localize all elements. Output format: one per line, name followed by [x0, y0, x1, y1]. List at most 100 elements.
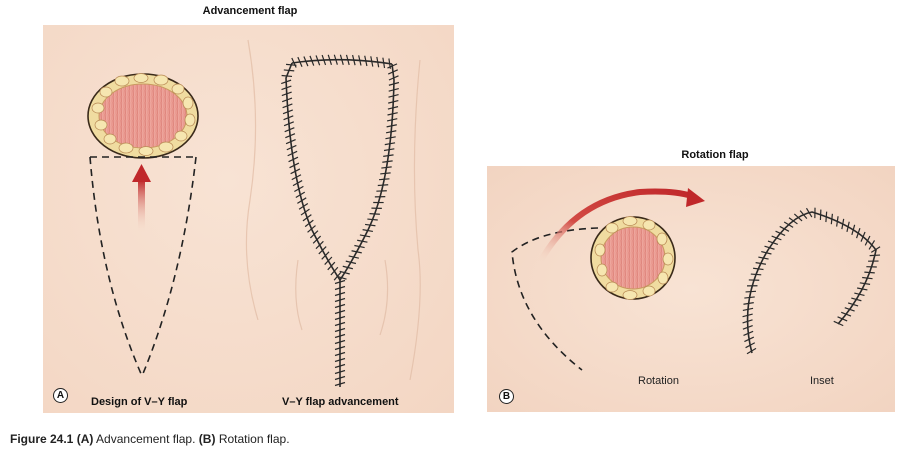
suture-stitch	[359, 234, 371, 238]
suture-stitch	[799, 210, 808, 220]
suture-stitch	[334, 297, 346, 303]
suture-stitch	[745, 290, 757, 293]
caption-figure-number: Figure 24.1	[10, 432, 74, 446]
suture-stitch	[334, 279, 346, 285]
suture-stitch	[369, 213, 380, 215]
suture-stitch	[377, 184, 389, 187]
panel-a-label-advancement: V–Y flap advancement	[282, 396, 399, 408]
suture-stitch	[351, 250, 362, 254]
suture-stitch	[382, 57, 386, 69]
suture-stitch	[753, 267, 764, 271]
suture-stitch	[330, 266, 339, 276]
suture-stitch	[342, 265, 354, 270]
suture-stitch	[388, 100, 399, 104]
suture-stitch	[750, 273, 762, 276]
suture-stitch	[334, 381, 346, 387]
suture-stitch	[380, 172, 391, 175]
suture-stitch	[745, 342, 756, 349]
suture-stitch	[758, 256, 769, 260]
suture-stitch	[294, 185, 304, 193]
skin-creases	[245, 39, 421, 381]
suture-stitch	[364, 55, 368, 67]
suture-stitch	[755, 262, 767, 265]
suture-stitch	[357, 239, 368, 243]
suture-stitch	[742, 319, 753, 324]
suture-stitch	[851, 297, 862, 302]
suture-stitch	[348, 255, 360, 259]
suture-stitch	[851, 224, 856, 236]
suture-stitch	[837, 316, 848, 322]
suture-stitch	[304, 219, 314, 228]
suture-stitch	[847, 302, 859, 307]
suture-stitch	[387, 106, 399, 110]
inset-closure-outline	[746, 211, 877, 354]
suture-stitch	[370, 56, 374, 67]
suture-stitch	[334, 321, 346, 327]
suture-stitch	[334, 369, 346, 375]
panel-b-label-inset: Inset	[810, 375, 834, 387]
suture-stitch	[841, 311, 852, 317]
suture-stitch	[833, 320, 844, 327]
panel-b-label-rotation: Rotation	[638, 375, 679, 387]
suture-stitch	[743, 330, 754, 336]
suture-stitch	[334, 375, 346, 381]
suture-stitch	[334, 339, 346, 345]
suture-stitch	[387, 63, 398, 69]
suture-stitch	[367, 218, 378, 221]
caption-a-text: Advancement flap.	[96, 432, 196, 446]
suture-stitch	[297, 56, 303, 67]
suture-stitch	[779, 225, 790, 232]
suture-stitch	[292, 180, 303, 187]
suture-stitch	[868, 240, 876, 250]
suture-stitch	[334, 363, 346, 369]
suture-stitch	[321, 251, 330, 260]
panel-b-badge: B	[499, 389, 514, 404]
suture-stitch	[864, 271, 875, 274]
suture-stitch	[381, 166, 392, 169]
suture-stitch	[352, 54, 356, 66]
suture-stitch	[379, 178, 390, 181]
rotation-flap-outline	[511, 227, 599, 371]
caption-b-tag: (B)	[198, 432, 216, 446]
panel-a-title: Advancement flap	[202, 5, 298, 17]
suture-stitch	[793, 213, 803, 222]
suture-stitch	[384, 142, 396, 146]
suture-stitch	[862, 276, 873, 280]
suture-stitch	[282, 103, 293, 109]
suture-stitch	[387, 69, 399, 75]
suture-stitch	[334, 327, 346, 333]
suture-stitch	[836, 216, 839, 227]
rotation-arrow	[537, 188, 705, 265]
figure-caption: Figure 24.1 (A) Advancement flap. (B) Ro…	[10, 432, 290, 446]
vy-flap-closure-outline	[285, 58, 395, 387]
suture-stitch	[841, 218, 845, 230]
suture-stitch	[386, 124, 397, 128]
suture-stitch	[285, 133, 296, 139]
suture-stitch	[283, 121, 295, 127]
suture-stitch	[281, 79, 292, 85]
suture-stitch	[746, 347, 757, 355]
suture-stitch	[388, 87, 399, 92]
suture-stitch	[744, 336, 755, 343]
panel-b-title: Rotation flap	[681, 149, 749, 161]
suture-stitch	[283, 69, 295, 72]
suture-stitch	[334, 357, 346, 363]
suture-stitch	[854, 292, 865, 296]
suture-stitch	[386, 118, 398, 122]
suture-stitch	[291, 174, 302, 181]
caption-b-text: Rotation flap.	[218, 432, 290, 446]
suture-stitch	[334, 333, 346, 339]
suture-stitch	[333, 54, 338, 65]
suture-stitch	[345, 54, 350, 66]
suture-stitch	[302, 214, 312, 222]
suture-stitch	[339, 54, 344, 65]
suture-stitch	[846, 221, 850, 233]
suture-stitch	[286, 144, 297, 151]
suture-stitch	[324, 256, 333, 265]
suture-stitch	[315, 55, 321, 66]
suture-stitch	[860, 231, 866, 242]
suture-stitch	[354, 244, 365, 249]
suture-stitch	[742, 307, 754, 312]
suture-stitch	[388, 93, 399, 98]
